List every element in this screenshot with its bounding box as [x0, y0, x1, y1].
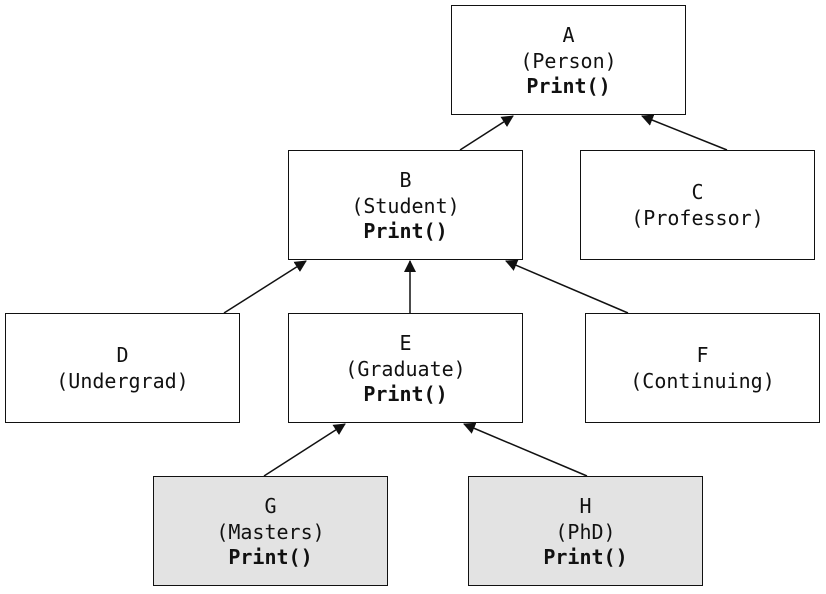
- edge-h-to-e: [463, 422, 588, 477]
- node-h-phd: H (PhD) Print(): [468, 476, 703, 586]
- node-class-name: (Person): [520, 49, 617, 73]
- node-letter: D: [116, 343, 129, 367]
- node-method: Print(): [543, 545, 628, 569]
- node-class-name: (PhD): [555, 520, 616, 544]
- edge-f-to-b: [505, 259, 629, 314]
- node-method: Print(): [363, 382, 448, 406]
- node-b-student: B (Student) Print(): [288, 150, 523, 260]
- node-class-name: (Graduate): [345, 357, 466, 381]
- node-class-name: (Undergrad): [56, 369, 189, 393]
- node-class-name: (Student): [351, 194, 460, 218]
- node-method: Print(): [526, 74, 611, 98]
- node-letter: E: [399, 331, 412, 355]
- node-c-professor: C (Professor): [580, 150, 815, 260]
- node-letter: C: [691, 180, 704, 204]
- edge-b-to-a: [459, 115, 514, 151]
- node-letter: F: [696, 343, 709, 367]
- node-f-continuing: F (Continuing): [585, 313, 820, 423]
- node-e-graduate: E (Graduate) Print(): [288, 313, 523, 423]
- node-letter: G: [264, 494, 277, 518]
- edge-d-to-b: [223, 260, 307, 314]
- node-a-person: A (Person) Print(): [451, 5, 686, 115]
- edge-g-to-e: [263, 423, 346, 477]
- node-letter: A: [562, 23, 575, 47]
- edge-c-to-a: [641, 114, 728, 151]
- node-class-name: (Continuing): [630, 369, 775, 393]
- node-method: Print(): [228, 545, 313, 569]
- node-method: Print(): [363, 219, 448, 243]
- node-letter: H: [579, 494, 592, 518]
- node-letter: B: [399, 168, 412, 192]
- node-class-name: (Professor): [631, 206, 764, 230]
- node-g-masters: G (Masters) Print(): [153, 476, 388, 586]
- node-d-undergrad: D (Undergrad): [5, 313, 240, 423]
- node-class-name: (Masters): [216, 520, 325, 544]
